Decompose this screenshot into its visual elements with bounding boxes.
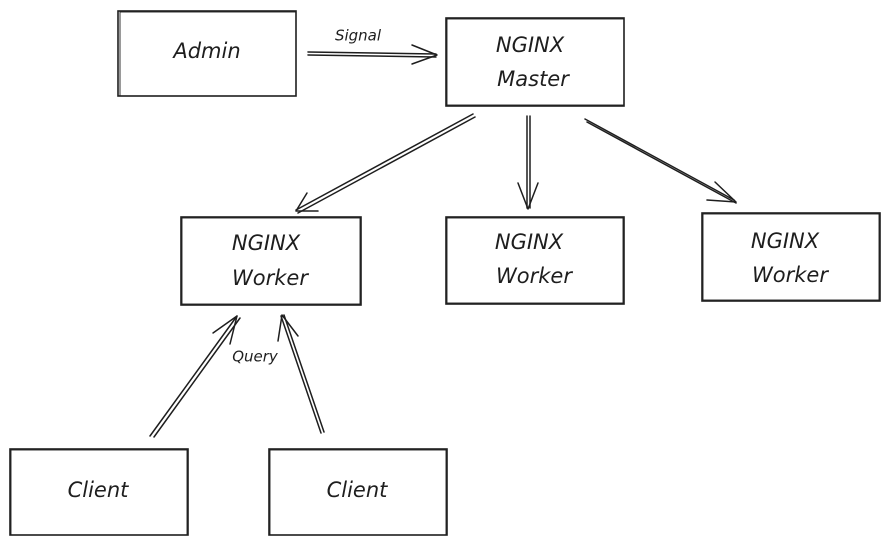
query-edge-label: Query <box>232 348 279 366</box>
master-label-line-1: NGINX <box>496 33 565 57</box>
client-1-label: Client <box>68 478 130 502</box>
worker-3-label-line-1: NGINX <box>751 229 820 253</box>
admin-label: Admin <box>171 39 240 63</box>
worker-1-label-line-1: NGINX <box>232 231 301 255</box>
node-nginx-master: NGINX Master <box>445 17 625 107</box>
edges: Signal Qu <box>149 27 737 438</box>
edge-client-2-to-worker-1: Query <box>232 314 325 434</box>
signal-edge-label: Signal <box>335 27 382 45</box>
edge-master-to-worker-3 <box>584 118 737 204</box>
master-label-line-2: Master <box>497 67 570 91</box>
edge-admin-to-master: Signal <box>307 27 438 65</box>
worker-2-label-line-1: NGINX <box>495 230 564 254</box>
node-client-2: Client <box>268 448 448 536</box>
node-admin: Admin <box>117 10 297 97</box>
node-client-1: Client <box>9 448 189 536</box>
worker-3-label-line-2: Worker <box>752 263 829 287</box>
worker-2-label-line-2: Worker <box>496 264 573 288</box>
nodes: Admin NGINX Master NGINX Worker NGINX Wo… <box>9 10 881 536</box>
worker-1-label-line-2: Worker <box>232 266 309 290</box>
client-2-label: Client <box>327 478 389 502</box>
edge-master-to-worker-1 <box>295 113 476 214</box>
node-nginx-worker-3: NGINX Worker <box>701 212 881 302</box>
node-nginx-worker-1: NGINX Worker <box>180 216 362 306</box>
edge-client-1-to-worker-1 <box>149 315 241 438</box>
edge-master-to-worker-2 <box>517 115 539 210</box>
node-nginx-worker-2: NGINX Worker <box>445 216 625 305</box>
